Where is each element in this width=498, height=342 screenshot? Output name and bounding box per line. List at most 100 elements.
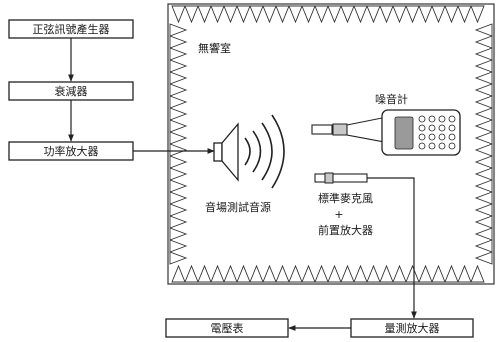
acoustic-wedge — [249, 5, 264, 24]
meter-key — [448, 115, 456, 123]
meter-key — [448, 142, 456, 150]
acoustic-wedge — [171, 5, 186, 24]
acoustic-wedge — [379, 5, 394, 24]
meter-key — [438, 133, 446, 141]
acoustic-wedge — [474, 167, 493, 181]
arrow-microphone-to-measuring-amplifier — [367, 177, 417, 319]
acoustic-wedge — [236, 5, 251, 24]
meter-key — [418, 133, 426, 141]
acoustic-wedge — [169, 143, 188, 157]
meter-key — [438, 115, 446, 123]
acoustic-wedge — [184, 264, 199, 283]
acoustic-wedge — [169, 95, 188, 109]
power-amplifier-box: 功率放大器 — [8, 141, 134, 161]
acoustic-wedge — [474, 47, 493, 61]
acoustic-wedge — [169, 47, 188, 61]
acoustic-wedge — [169, 155, 188, 169]
signal-generator-label: 正弦訊號產生器 — [33, 22, 110, 36]
acoustic-wedge — [169, 35, 188, 49]
signal-generator-box: 正弦訊號產生器 — [8, 19, 134, 39]
acoustic-wedge — [210, 264, 225, 283]
acoustic-wedge — [169, 227, 188, 241]
acoustic-wedge — [301, 5, 316, 24]
acoustic-wedge — [197, 5, 212, 24]
attenuator-box: 衰減器 — [8, 81, 134, 101]
acoustic-wedge — [392, 5, 407, 24]
sound-waves-icon — [244, 114, 285, 189]
acoustic-wedge — [474, 59, 493, 73]
acoustic-wedge — [249, 264, 264, 283]
acoustic-wedge — [169, 59, 188, 73]
acoustic-wedge — [169, 239, 188, 253]
acoustic-wedge — [474, 23, 493, 37]
meter-key — [428, 142, 436, 150]
acoustic-wedge — [366, 264, 381, 283]
acoustic-wedge — [288, 5, 303, 24]
acoustic-wedge — [431, 5, 446, 24]
meter-key — [428, 124, 436, 132]
acoustic-wedge — [210, 5, 225, 24]
acoustic-wedge — [474, 155, 493, 169]
voltmeter-label: 電壓表 — [211, 321, 244, 335]
acoustic-wedge — [474, 71, 493, 85]
acoustic-wedge — [169, 83, 188, 97]
acoustic-wedge — [275, 264, 290, 283]
acoustic-wedge — [474, 227, 493, 241]
voltmeter-box: 電壓表 — [165, 318, 289, 338]
acoustic-wedge — [474, 179, 493, 193]
meter-key — [418, 142, 426, 150]
acoustic-wedge — [353, 264, 368, 283]
acoustic-wedge — [169, 203, 188, 217]
acoustic-wedge — [474, 203, 493, 217]
power-amplifier-label: 功率放大器 — [44, 144, 99, 158]
acoustic-wedge — [340, 5, 355, 24]
acoustic-wedge — [262, 264, 277, 283]
acoustic-wedge — [444, 5, 459, 24]
microphone-label-line2: 前置放大器 — [318, 223, 373, 237]
meter-key — [428, 133, 436, 141]
acoustic-wedge — [169, 191, 188, 205]
acoustic-wedge — [470, 5, 485, 24]
acoustic-wedge — [474, 119, 493, 133]
acoustic-wedge — [457, 264, 472, 283]
acoustic-wedge — [327, 5, 342, 24]
acoustic-wedge — [169, 131, 188, 145]
acoustic-wedge — [223, 264, 238, 283]
chamber-label: 無響室 — [198, 41, 231, 55]
acoustic-wedge — [474, 83, 493, 97]
attenuator-label: 衰減器 — [55, 84, 88, 98]
acoustic-wedge — [340, 264, 355, 283]
meter-key — [418, 115, 426, 123]
acoustic-wedge — [223, 5, 238, 24]
acoustic-wedge — [474, 131, 493, 145]
meter-key — [448, 124, 456, 132]
acoustic-wedge — [474, 191, 493, 205]
meter-key — [448, 133, 456, 141]
acoustic-wedge — [314, 5, 329, 24]
acoustic-wedge — [314, 264, 329, 283]
acoustic-wedge — [171, 264, 186, 283]
acoustic-wedge — [474, 215, 493, 229]
sound-level-meter-icon — [311, 109, 461, 156]
acoustic-wedge — [457, 5, 472, 24]
acoustic-wedge — [474, 107, 493, 121]
microphone-label-line1: 標準麥克風 — [318, 191, 373, 205]
acoustic-wedge — [169, 71, 188, 85]
meter-key — [438, 124, 446, 132]
acoustic-wedge — [197, 264, 212, 283]
acoustic-wedge — [474, 239, 493, 253]
acoustic-wedge — [405, 264, 420, 283]
meter-key — [418, 124, 426, 132]
acoustic-wedge — [301, 264, 316, 283]
acoustic-wedge — [184, 5, 199, 24]
acoustic-wedge — [444, 264, 459, 283]
acoustic-wedge — [169, 23, 188, 37]
meter-key — [438, 142, 446, 150]
acoustic-wedge — [353, 5, 368, 24]
microphone-icon — [314, 172, 368, 184]
measuring-amplifier-label: 量測放大器 — [385, 321, 440, 335]
acoustic-wedge — [169, 179, 188, 193]
acoustic-wedge — [236, 264, 251, 283]
acoustic-wedge — [474, 35, 493, 49]
acoustic-wedge — [169, 119, 188, 133]
